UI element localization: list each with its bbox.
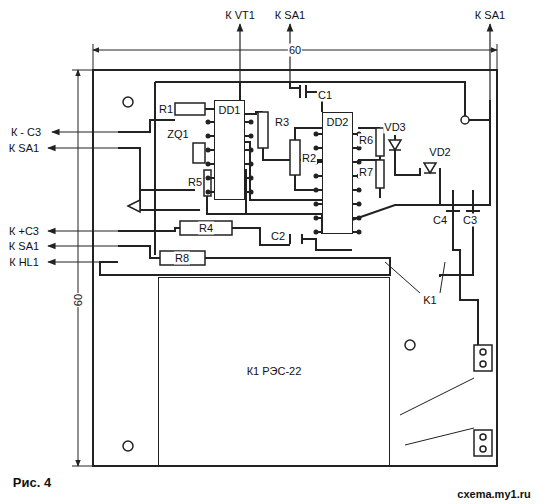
crystal-symbol xyxy=(193,143,205,163)
part-name: R5 xyxy=(187,176,203,189)
watermark: cxema.my1.ru xyxy=(456,488,531,501)
wire-arrow xyxy=(239,24,240,82)
capacitor-symbols xyxy=(290,85,480,244)
pin-pad xyxy=(206,190,211,195)
dimension-line xyxy=(78,70,79,466)
capacitor-symbol xyxy=(290,234,302,244)
wire-label: К SA1 xyxy=(274,9,306,22)
dimension-label: 60 xyxy=(288,44,302,57)
chip-dd2: DD2 xyxy=(322,112,353,234)
pin-pad xyxy=(357,160,362,165)
capacitor-symbol xyxy=(300,85,306,98)
wire-label: К HL1 xyxy=(8,256,40,269)
pin-pad xyxy=(206,176,211,181)
mounting-hole xyxy=(123,97,133,107)
resistor-symbol xyxy=(160,251,205,265)
extension-line xyxy=(93,44,497,70)
pin-pad xyxy=(249,190,254,195)
mounting-hole xyxy=(405,340,415,350)
wire-arrow xyxy=(52,131,118,132)
pin-pad xyxy=(206,162,211,167)
diode-symbol xyxy=(424,163,436,173)
board-outline xyxy=(93,70,497,466)
part-name: C1 xyxy=(317,89,333,102)
chip-label: К1 РЭС-22 xyxy=(247,365,302,378)
pin-pad xyxy=(357,216,362,221)
mounting-hole xyxy=(461,116,469,124)
part-name: C4 xyxy=(432,214,448,227)
part-name: R7 xyxy=(358,166,374,179)
wire-label: К VT1 xyxy=(224,9,256,22)
pin-pad xyxy=(314,216,319,221)
diode-symbol xyxy=(389,140,401,150)
resistor-symbol xyxy=(180,221,232,235)
pin-pad xyxy=(249,176,254,181)
pin-pad xyxy=(206,148,211,153)
pin-pad xyxy=(314,230,319,235)
pin-pad xyxy=(314,202,319,207)
pin-pad xyxy=(249,120,254,125)
pin-pad xyxy=(357,230,362,235)
chip-dd1: DD1 xyxy=(214,100,245,200)
diode-symbol xyxy=(128,200,140,212)
resistor-symbol xyxy=(290,140,300,175)
contact-pad xyxy=(474,430,492,456)
part-name: K1 xyxy=(422,294,437,307)
wire-arrows xyxy=(48,24,490,262)
resistor-symbol xyxy=(204,170,211,196)
leader-line xyxy=(385,262,445,293)
relay-box: К1 РЭС-22 xyxy=(158,277,390,466)
part-name: R2 xyxy=(301,152,317,165)
part-name: R4 xyxy=(198,222,214,235)
pin-pad xyxy=(314,132,319,137)
part-name: R1 xyxy=(158,103,174,116)
part-name: R3 xyxy=(274,116,290,129)
dimension-label: 60 xyxy=(72,293,85,307)
part-name: VD3 xyxy=(383,121,406,134)
pad-hole xyxy=(480,446,486,452)
pin-pad xyxy=(249,148,254,153)
resistor-symbol xyxy=(376,160,384,188)
part-name: VD2 xyxy=(428,146,451,159)
pin-pad xyxy=(206,134,211,139)
contact-lines xyxy=(400,378,474,445)
pad-hole xyxy=(480,361,486,367)
part-name: C2 xyxy=(270,230,286,243)
wire-label: К SA1 xyxy=(8,142,40,155)
contact-pad xyxy=(474,345,492,371)
component-outlines xyxy=(128,103,436,265)
pin-pad xyxy=(249,162,254,167)
wire-label: К - С3 xyxy=(10,126,42,139)
contact-pads xyxy=(474,345,492,456)
pad-hole xyxy=(480,349,486,355)
wire-arrow xyxy=(48,147,118,148)
part-name: C3 xyxy=(462,214,478,227)
extension-line xyxy=(72,70,93,466)
pin-pad xyxy=(314,174,319,179)
wire-label: К SA1 xyxy=(474,9,506,22)
pin-pad xyxy=(357,188,362,193)
capacitor-symbol xyxy=(446,205,460,225)
pin-pad xyxy=(314,146,319,151)
part-name: ZQ1 xyxy=(166,128,189,141)
chip-label: DD2 xyxy=(323,116,352,129)
wire-arrow xyxy=(489,24,490,100)
part-name: R8 xyxy=(174,252,190,265)
part-name: R6 xyxy=(358,134,374,147)
pad-hole xyxy=(480,434,486,440)
figure-caption: Рис. 4 xyxy=(12,476,52,489)
wire-arrow xyxy=(48,245,118,246)
wire-arrow xyxy=(48,230,118,231)
resistor-symbol xyxy=(258,112,268,148)
mounting-hole xyxy=(123,441,133,451)
wire-label: К +С3 xyxy=(8,225,40,238)
pin-pad xyxy=(314,188,319,193)
chip-label: DD1 xyxy=(215,104,244,117)
wire-label: К SA1 xyxy=(8,240,40,253)
pin-pad xyxy=(249,134,254,139)
pin-pad xyxy=(357,202,362,207)
pin-pad xyxy=(206,120,211,125)
resistor-symbol xyxy=(175,103,205,115)
